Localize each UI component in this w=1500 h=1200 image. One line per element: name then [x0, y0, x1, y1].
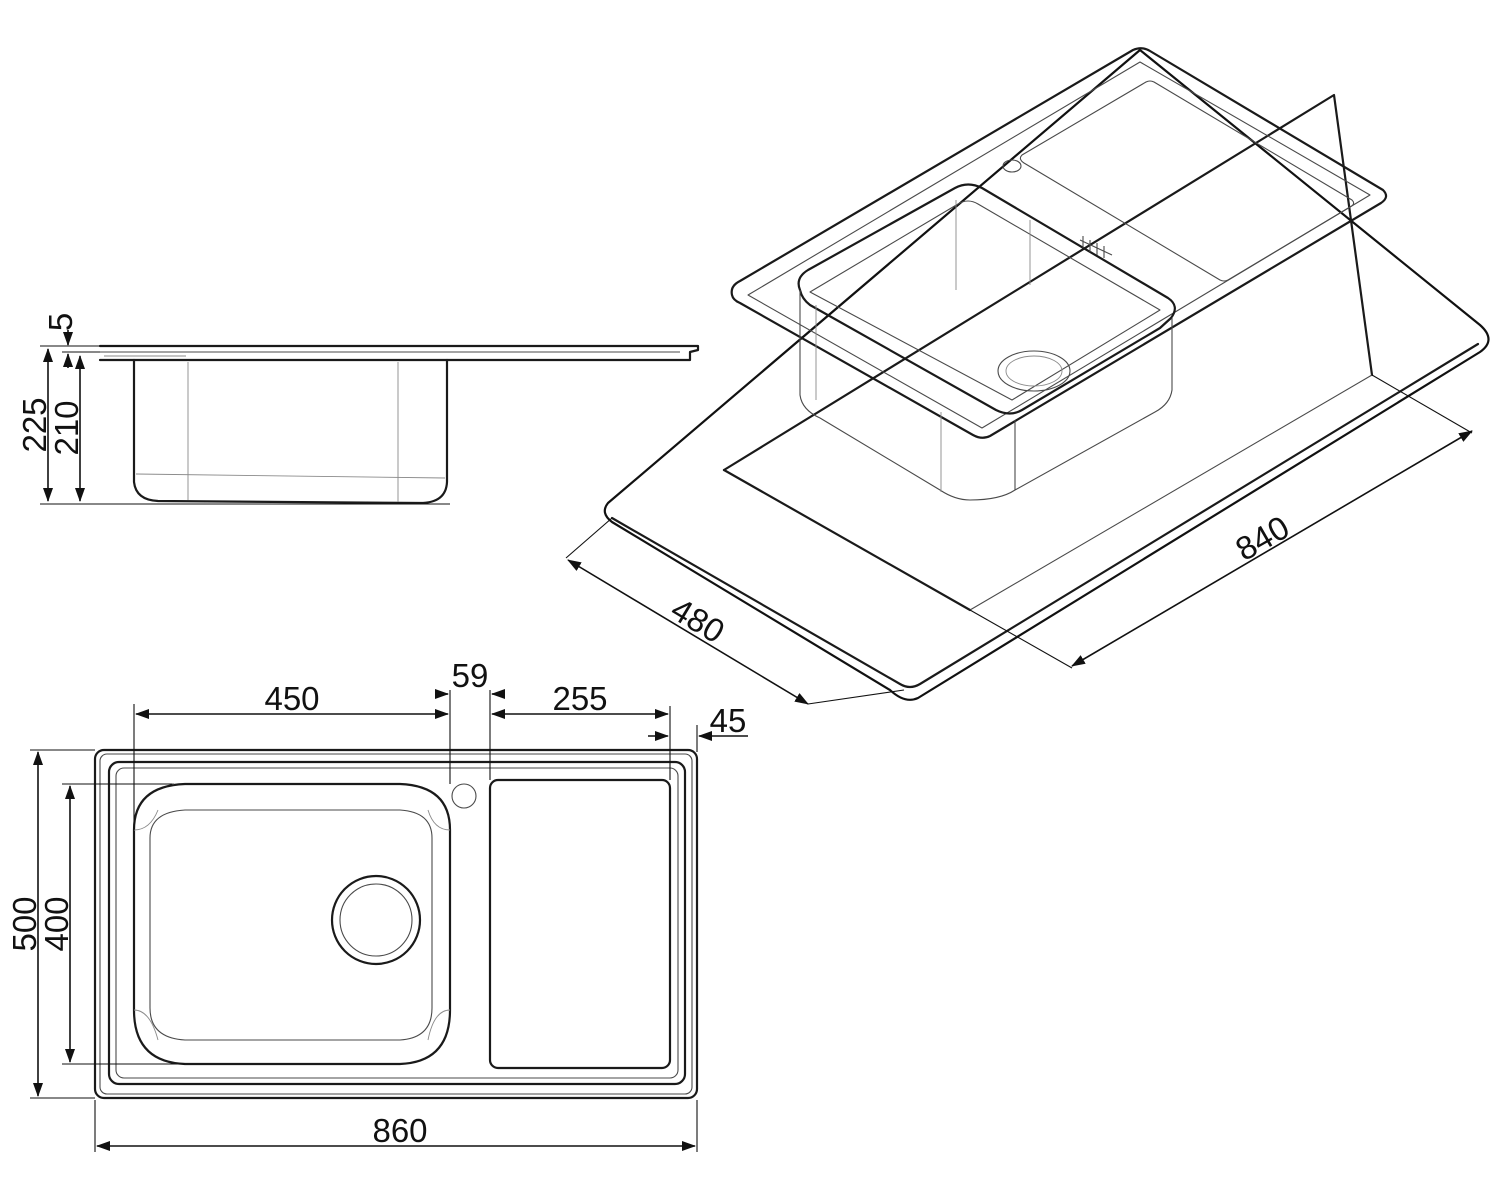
dim-bowl-depth-label: 210 — [48, 400, 85, 455]
dim-edge-label: 45 — [710, 702, 747, 739]
dim-bowl-height-label: 400 — [38, 896, 75, 951]
dim-lip-label: 5 — [42, 313, 79, 331]
dim-depth-480-label: 480 — [665, 590, 731, 650]
plan-dimensions: 450 59 255 45 860 500 400 — [6, 657, 748, 1152]
dim-drainer-width-label: 255 — [552, 680, 607, 717]
plan-view: 450 59 255 45 860 500 400 — [6, 657, 748, 1152]
dim-total-depth-label: 225 — [16, 397, 53, 452]
worktop — [603, 48, 1490, 701]
iso-view: 480 840 — [565, 47, 1490, 705]
sink-plan — [93, 748, 699, 1100]
side-dimensions: 5 225 210 — [16, 313, 450, 505]
sink-iso — [730, 47, 1388, 501]
dim-gap-label: 59 — [452, 657, 489, 694]
dim-total-height-label: 500 — [6, 896, 43, 951]
side-view: 5 225 210 — [16, 313, 700, 505]
dim-bowl-width-label: 450 — [264, 680, 319, 717]
dim-total-width-label: 860 — [372, 1112, 427, 1149]
sink-profile — [98, 344, 700, 505]
dim-length-840-label: 840 — [1229, 508, 1295, 568]
